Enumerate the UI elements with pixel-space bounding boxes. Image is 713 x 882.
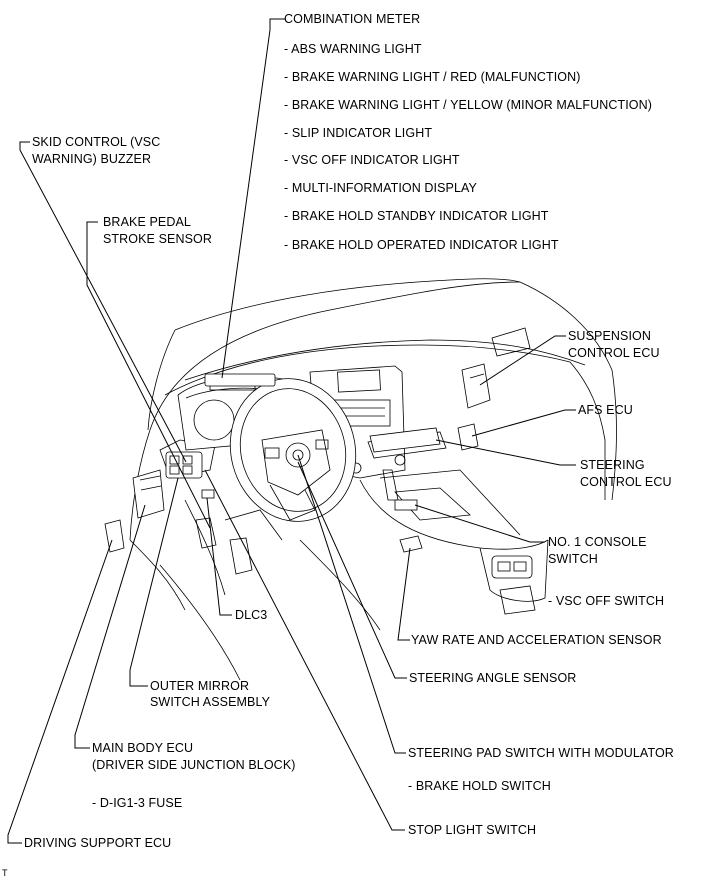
label-brake-warning-yellow: - BRAKE WARNING LIGHT / YELLOW (MINOR MA… bbox=[284, 98, 652, 112]
label-steering-ecu-line1: STEERING bbox=[580, 458, 645, 472]
corner-mark: T bbox=[2, 868, 8, 878]
label-main-body-ecu-line1: MAIN BODY ECU bbox=[92, 741, 194, 755]
label-suspension-ecu-line1: SUSPENSION bbox=[568, 329, 651, 343]
label-brake-warning-red: - BRAKE WARNING LIGHT / RED (MALFUNCTION… bbox=[284, 70, 581, 84]
label-brake-hold-operated: - BRAKE HOLD OPERATED INDICATOR LIGHT bbox=[284, 238, 559, 252]
label-vsc-off-indicator: - VSC OFF INDICATOR LIGHT bbox=[284, 153, 460, 167]
label-skid-buzzer-line2: WARNING) BUZZER bbox=[32, 152, 152, 166]
label-steering-angle-sensor: STEERING ANGLE SENSOR bbox=[409, 671, 577, 685]
label-d-ig1-3-fuse: - D-IG1-3 FUSE bbox=[92, 796, 183, 810]
label-outer-mirror-line1: OUTER MIRROR bbox=[150, 679, 250, 693]
label-brake-pedal-line2: STROKE SENSOR bbox=[103, 232, 212, 246]
car-interior-drawing bbox=[104, 278, 617, 681]
label-brake-pedal-line1: BRAKE PEDAL bbox=[103, 215, 191, 229]
label-multi-information-display: - MULTI-INFORMATION DISPLAY bbox=[284, 181, 477, 195]
label-vsc-off-switch: - VSC OFF SWITCH bbox=[548, 594, 665, 608]
label-dlc3: DLC3 bbox=[235, 608, 268, 622]
label-skid-buzzer-line1: SKID CONTROL (VSC bbox=[32, 135, 161, 149]
label-combination-meter: COMBINATION METER bbox=[284, 12, 421, 26]
label-main-body-ecu-line2: (DRIVER SIDE JUNCTION BLOCK) bbox=[92, 758, 296, 772]
label-outer-mirror-line2: SWITCH ASSEMBLY bbox=[150, 695, 271, 709]
label-brake-hold-switch: - BRAKE HOLD SWITCH bbox=[408, 779, 551, 793]
label-console-switch-line2: SWITCH bbox=[548, 552, 598, 566]
label-brake-hold-standby: - BRAKE HOLD STANDBY INDICATOR LIGHT bbox=[284, 209, 549, 223]
label-yaw-rate-sensor: YAW RATE AND ACCELERATION SENSOR bbox=[411, 633, 662, 647]
label-abs-warning-light: - ABS WARNING LIGHT bbox=[284, 42, 422, 56]
label-steering-ecu-line2: CONTROL ECU bbox=[580, 475, 672, 489]
label-slip-indicator: - SLIP INDICATOR LIGHT bbox=[284, 126, 433, 140]
label-steering-pad-switch: STEERING PAD SWITCH WITH MODULATOR bbox=[408, 746, 674, 760]
leader-lines bbox=[7, 18, 576, 844]
label-suspension-ecu-line2: CONTROL ECU bbox=[568, 346, 660, 360]
label-afs-ecu: AFS ECU bbox=[578, 403, 633, 417]
label-stop-light-switch: STOP LIGHT SWITCH bbox=[408, 823, 537, 837]
label-console-switch-line1: NO. 1 CONSOLE bbox=[548, 535, 647, 549]
label-driving-support-ecu: DRIVING SUPPORT ECU bbox=[24, 836, 172, 850]
